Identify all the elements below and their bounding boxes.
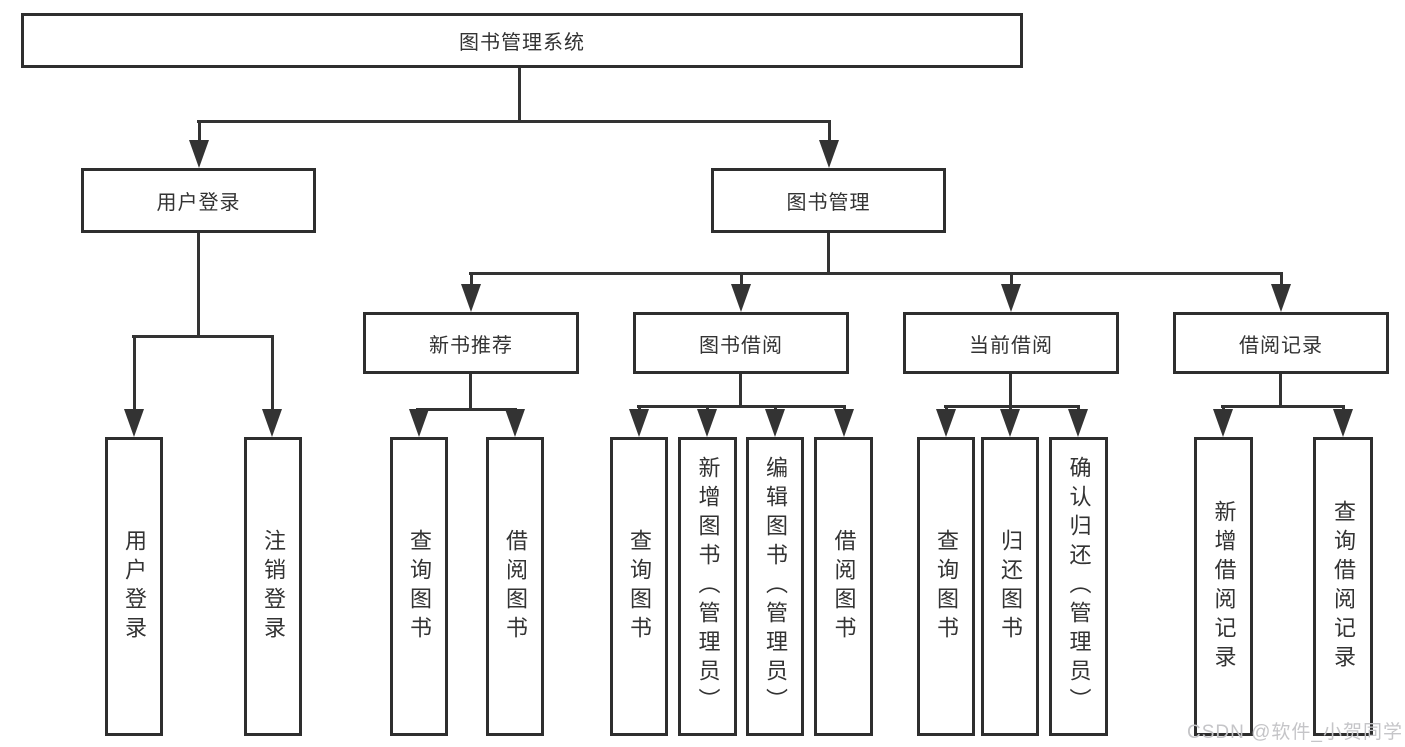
connector-line bbox=[739, 272, 743, 286]
arrowhead-icon bbox=[731, 284, 751, 312]
node-label: 借阅图书 bbox=[503, 528, 528, 645]
node-label: 注销登录 bbox=[261, 528, 286, 645]
node-book-borrow: 图书借阅 bbox=[633, 312, 849, 374]
connector-line bbox=[1009, 374, 1012, 405]
connector-line bbox=[132, 335, 274, 338]
node-label: 新增图书（管理员） bbox=[695, 456, 721, 717]
connector-line bbox=[270, 335, 274, 411]
node-label: 图书管理 bbox=[786, 192, 871, 214]
connector-line bbox=[773, 405, 777, 411]
node-label: 新增借阅记录 bbox=[1211, 499, 1237, 674]
node-current-borrow: 当前借阅 bbox=[903, 312, 1119, 374]
arrowhead-icon bbox=[1068, 409, 1088, 437]
node-label: 当前借阅 bbox=[969, 334, 1053, 357]
node-label: 归还图书 bbox=[998, 528, 1023, 645]
connector-line bbox=[1279, 272, 1283, 286]
connector-line bbox=[469, 272, 1283, 275]
connector-line bbox=[739, 374, 742, 405]
connector-line bbox=[827, 233, 830, 272]
node-label: 借阅记录 bbox=[1239, 334, 1323, 357]
connector-line bbox=[637, 405, 845, 408]
connector-line bbox=[842, 405, 846, 411]
connector-line bbox=[1221, 405, 1225, 411]
node-leaf-add-books: 新增图书（管理员） bbox=[678, 437, 737, 736]
node-leaf-return-books: 归还图书 bbox=[981, 437, 1039, 736]
arrowhead-icon bbox=[1333, 409, 1353, 437]
node-leaf-query-borrow-record: 查询借阅记录 bbox=[1313, 437, 1373, 736]
node-label: 用户登录 bbox=[156, 192, 241, 214]
connector-line bbox=[197, 120, 201, 142]
arrowhead-icon bbox=[697, 409, 717, 437]
node-root: 图书管理系统 bbox=[21, 13, 1023, 68]
node-label: 新书推荐 bbox=[429, 334, 513, 357]
arrowhead-icon bbox=[409, 409, 429, 437]
connector-line bbox=[1008, 405, 1012, 411]
node-label: 查询图书 bbox=[934, 528, 959, 645]
node-label: 图书管理系统 bbox=[459, 32, 585, 54]
arrowhead-icon bbox=[505, 409, 525, 437]
node-leaf-logout: 注销登录 bbox=[244, 437, 302, 736]
node-leaf-add-borrow-record: 新增借阅记录 bbox=[1194, 437, 1253, 736]
connector-line bbox=[827, 120, 831, 142]
node-leaf-edit-books: 编辑图书（管理员） bbox=[746, 437, 804, 736]
arrowhead-icon bbox=[936, 409, 956, 437]
node-leaf-query-books-2: 查询图书 bbox=[610, 437, 668, 736]
connector-line bbox=[1076, 405, 1080, 411]
connector-line bbox=[469, 374, 472, 408]
connector-line bbox=[132, 335, 136, 411]
node-label: 确认归还（管理员） bbox=[1066, 456, 1092, 717]
node-book-mgmt: 图书管理 bbox=[711, 168, 946, 233]
arrowhead-icon bbox=[1271, 284, 1291, 312]
node-label: 编辑图书（管理员） bbox=[763, 456, 788, 717]
arrowhead-icon bbox=[834, 409, 854, 437]
node-label: 查询借阅记录 bbox=[1331, 499, 1356, 674]
node-label: 借阅图书 bbox=[831, 528, 857, 645]
connector-line bbox=[197, 120, 831, 123]
arrowhead-icon bbox=[819, 140, 839, 168]
arrowhead-icon bbox=[262, 409, 282, 437]
connector-line bbox=[944, 405, 948, 411]
connector-line bbox=[1221, 405, 1345, 408]
arrowhead-icon bbox=[461, 284, 481, 312]
arrowhead-icon bbox=[189, 140, 209, 168]
connector-line bbox=[197, 233, 200, 335]
connector-line bbox=[705, 405, 709, 411]
node-leaf-borrow-books-2: 借阅图书 bbox=[814, 437, 873, 736]
watermark: CSDN @软件_小贺同学 bbox=[1187, 722, 1403, 743]
connector-line bbox=[469, 272, 473, 286]
node-new-book-rec: 新书推荐 bbox=[363, 312, 579, 374]
node-leaf-query-books-3: 查询图书 bbox=[917, 437, 975, 736]
node-label: 用户登录 bbox=[122, 528, 147, 645]
arrowhead-icon bbox=[1000, 409, 1020, 437]
node-borrow-records: 借阅记录 bbox=[1173, 312, 1389, 374]
connector-line bbox=[1341, 405, 1345, 411]
node-label: 查询图书 bbox=[627, 528, 652, 645]
connector-line bbox=[637, 405, 641, 411]
connector-line bbox=[1009, 272, 1013, 286]
node-label: 查询图书 bbox=[407, 528, 432, 645]
arrowhead-icon bbox=[765, 409, 785, 437]
connector-line bbox=[944, 405, 1080, 408]
arrowhead-icon bbox=[1213, 409, 1233, 437]
connector-line bbox=[416, 408, 517, 411]
node-user-login: 用户登录 bbox=[81, 168, 316, 233]
arrowhead-icon bbox=[629, 409, 649, 437]
node-leaf-borrow-books-1: 借阅图书 bbox=[486, 437, 544, 736]
connector-line bbox=[1279, 374, 1282, 405]
node-leaf-query-books-1: 查询图书 bbox=[390, 437, 448, 736]
arrowhead-icon bbox=[1001, 284, 1021, 312]
node-leaf-confirm-return: 确认归还（管理员） bbox=[1049, 437, 1108, 736]
arrowhead-icon bbox=[124, 409, 144, 437]
connector-line bbox=[518, 68, 521, 120]
node-label: 图书借阅 bbox=[699, 334, 783, 357]
node-leaf-user-login: 用户登录 bbox=[105, 437, 163, 736]
